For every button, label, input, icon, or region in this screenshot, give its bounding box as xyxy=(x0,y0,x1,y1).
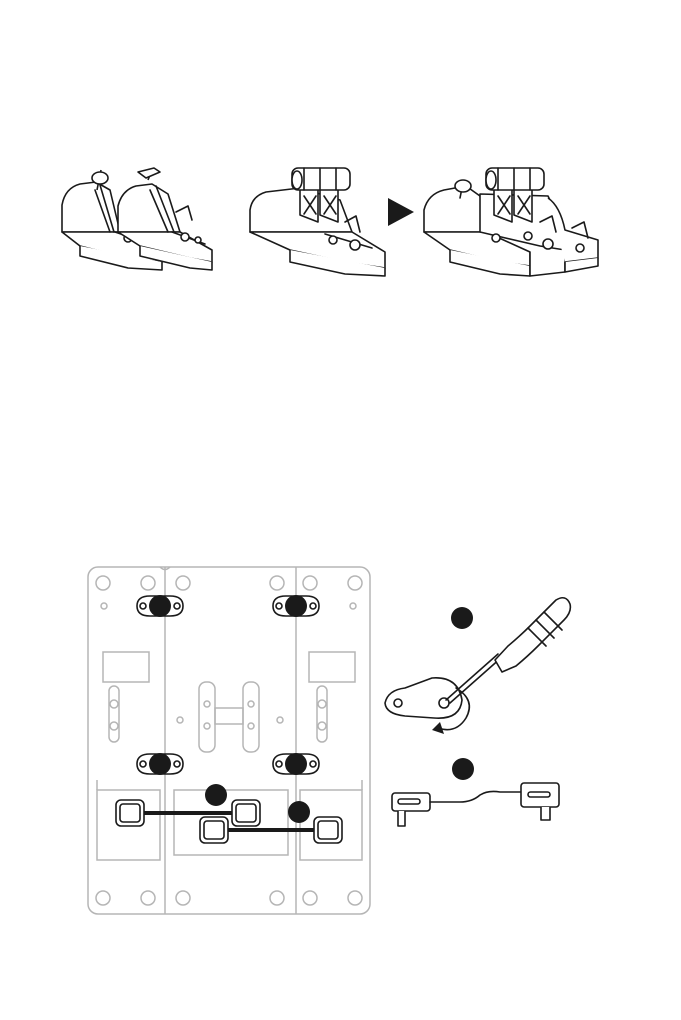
cable-callout-left xyxy=(205,784,227,806)
bolt-mid-right xyxy=(273,753,319,775)
throttle-quadrant-pair xyxy=(62,168,212,270)
bolt-top-left xyxy=(137,595,183,617)
screwdriver-icon xyxy=(385,598,570,718)
throttle-levers-unit xyxy=(250,168,385,276)
assembled-throttle-quadrant xyxy=(424,168,598,276)
cable-callout-right xyxy=(288,801,310,823)
connector-cable-icon xyxy=(392,783,559,826)
play-triangle-icon xyxy=(388,198,414,226)
screwdriver-callout xyxy=(451,607,473,629)
bolt-top-right xyxy=(273,595,319,617)
bolt-mid-left xyxy=(137,753,183,775)
cable-detail-callout xyxy=(452,758,474,780)
base-plate xyxy=(88,567,370,914)
